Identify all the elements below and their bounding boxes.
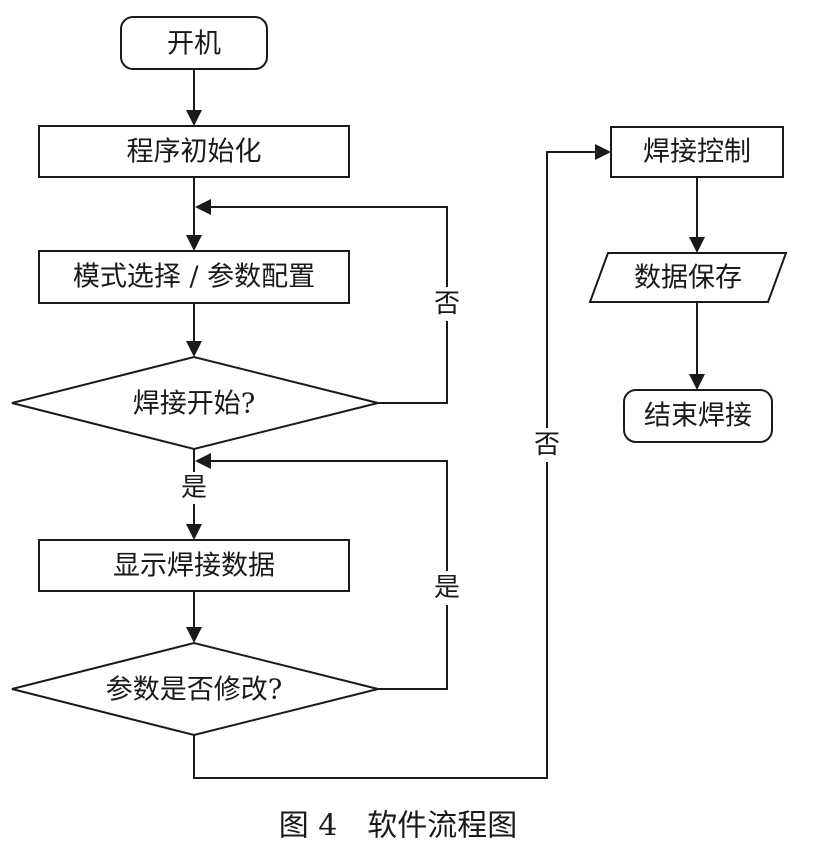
node-end-label: 结束焊接 [644, 401, 752, 432]
node-display-data: 显示焊接数据 [38, 539, 350, 592]
node-mode-select-label: 模式选择 / 参数配置 [73, 262, 315, 293]
node-data-save-label: 数据保存 [634, 263, 742, 294]
edge-mode-to-weld-start [186, 303, 202, 357]
edge-label-bg [533, 428, 561, 462]
edge-label-bg [433, 287, 461, 321]
edge-start-to-init [186, 69, 202, 126]
edge-display-to-param-modified [186, 591, 202, 643]
node-weld-control-label: 焊接控制 [643, 137, 751, 168]
edge-label-bg [433, 571, 461, 605]
node-display-data-label: 显示焊接数据 [113, 551, 275, 582]
node-weld-control: 焊接控制 [610, 126, 784, 178]
node-start: 开机 [120, 16, 268, 70]
edge-label-weld-start-yes: 是 [181, 473, 207, 503]
node-param-modified-decision: 参数是否修改? [11, 641, 379, 737]
edge-label-param-modified-no: 否 [534, 430, 560, 460]
edge-label-weld-start-no: 否 [434, 289, 460, 319]
node-init: 程序初始化 [38, 125, 350, 178]
edge-init-to-mode [186, 177, 202, 251]
edge-weld-control-to-save [689, 177, 705, 253]
figure-caption: 图 4 软件流程图 [279, 809, 518, 844]
node-mode-select: 模式选择 / 参数配置 [38, 250, 350, 304]
node-weld-start-label: 焊接开始? [133, 389, 255, 420]
node-init-label: 程序初始化 [127, 137, 262, 168]
edge-label-param-modified-yes: 是 [434, 573, 460, 603]
node-end: 结束焊接 [623, 389, 773, 443]
edge-param-modified-no-to-weld-control [193, 144, 611, 779]
node-weld-start-decision: 焊接开始? [11, 355, 379, 451]
edge-label-bg [180, 472, 208, 504]
node-start-label: 开机 [167, 29, 221, 60]
node-param-modified-label: 参数是否修改? [106, 675, 282, 706]
node-data-save: 数据保存 [588, 252, 788, 303]
edge-save-to-end [689, 302, 705, 390]
